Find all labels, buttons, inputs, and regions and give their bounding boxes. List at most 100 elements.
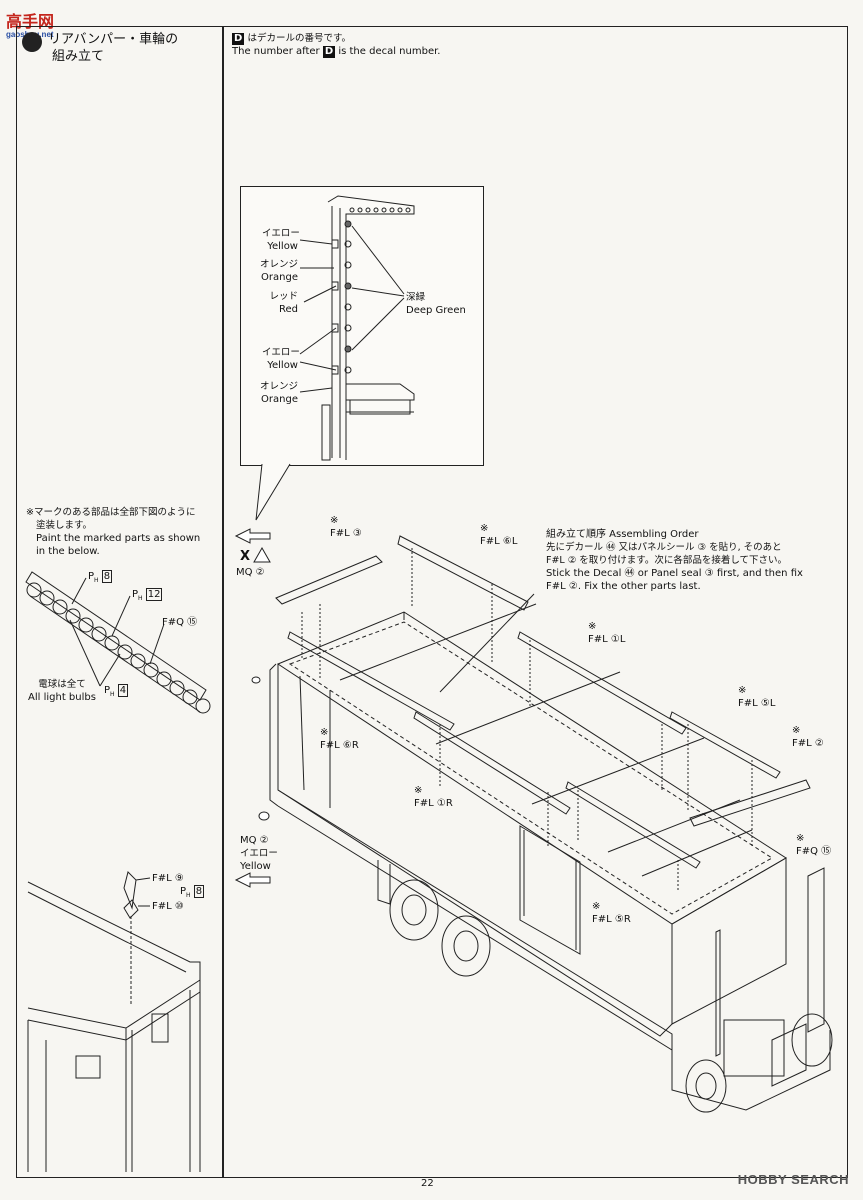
mq2-bottom-text: MQ ② <box>240 835 269 846</box>
mq2-bottom-en: Yellow <box>240 861 271 872</box>
inset-label-yellow-2: イエロー Yellow <box>262 346 300 372</box>
label-x-mark: X <box>240 549 251 564</box>
paint-ph4: PH 4 <box>104 684 129 698</box>
mq-lamp-bottom <box>258 811 270 821</box>
decal-note: D はデカールの番号です。 The number after D is the … <box>232 32 440 58</box>
label-fl3: ※ F#L ③ <box>330 514 362 540</box>
label-fl5L: ※ F#L ⑤L <box>738 684 775 710</box>
paint-note: ※マークのある部品は全部下図のように 塗装します。 Paint the mark… <box>26 506 200 558</box>
assembly-order-leader <box>439 593 535 693</box>
label-en: Orange <box>261 394 298 405</box>
label-fq15: ※ F#Q ⑮ <box>796 832 831 858</box>
left-column-frame <box>16 26 224 1178</box>
assembly-order-title: 組み立て順序 Assembling Order <box>546 529 699 540</box>
decal-box-icon-2: D <box>322 46 336 58</box>
inset-label-orange-1: オレンジ Orange <box>258 258 298 284</box>
lamp-part-10 <box>123 899 139 919</box>
inset-label-yellow-1: イエロー Yellow <box>262 227 300 253</box>
detail-ph8: PH 8 <box>180 885 205 899</box>
fl6R-text: F#L ⑥R <box>320 740 359 751</box>
paint-note-en-2: in the below. <box>36 546 100 557</box>
bulbs-jp: 電球は全て <box>38 679 86 690</box>
bulbs-en: All light bulbs <box>28 692 96 703</box>
step-title-line1: リアバンパー・車輪の <box>48 32 179 47</box>
inset-label-red: レッド Red <box>262 290 298 316</box>
label-fl1L: ※ F#L ①L <box>588 620 625 646</box>
arrow-left-icon-top <box>234 528 271 544</box>
inset-top-bolts <box>349 207 411 213</box>
fl2-text: F#L ② <box>792 738 824 749</box>
asterisk: ※ <box>330 515 339 526</box>
paint-note-jp-2: 塗装します。 <box>36 520 93 531</box>
lamp-part-9 <box>123 871 137 910</box>
asterisk: ※ <box>588 621 597 632</box>
fl3-text: F#L ③ <box>330 528 362 539</box>
label-mq2-top: MQ ② <box>236 567 265 578</box>
label-en: Deep Green <box>406 305 466 316</box>
step-title: リアバンパー・車輪の 組み立て <box>48 31 178 65</box>
color-detail-inset <box>240 186 484 466</box>
mq2-bottom-jp: イエロー <box>240 848 278 859</box>
ph8-value: 8 <box>101 570 113 583</box>
ph4-value: 4 <box>117 684 129 697</box>
paint-ph8: PH 8 <box>88 570 113 584</box>
label-fl5R: ※ F#L ⑤R <box>592 900 631 926</box>
paint-ph12: PH 12 <box>132 588 163 602</box>
asterisk: ※ <box>796 833 805 844</box>
fl1R-text: F#L ①R <box>414 798 453 809</box>
asterisk: ※ <box>480 523 489 534</box>
paint-fq15: F#Q ⑮ <box>162 617 198 628</box>
label-jp: オレンジ <box>259 381 298 392</box>
fl5L-text: F#L ⑤L <box>738 698 776 709</box>
paint-note-jp-1: ※マークのある部品は全部下図のように <box>26 507 196 518</box>
truck-body-drawing <box>269 603 833 1113</box>
label-fl1R: ※ F#L ①R <box>414 784 453 810</box>
assembly-order-note: 組み立て順序 Assembling Order 先にデカール ㊹ 又はパネルシー… <box>546 528 803 593</box>
fl5R-text: F#L ⑤R <box>592 914 631 925</box>
label-jp: イエロー <box>262 347 300 358</box>
inset-label-deep-green: 深緑 Deep Green <box>406 291 466 317</box>
paint-note-en-1: Paint the marked parts as shown <box>36 533 201 544</box>
label-en: Red <box>279 304 298 315</box>
label-jp: オレンジ <box>259 259 298 270</box>
asterisk: ※ <box>592 901 601 912</box>
assembly-order-jp-2: F#L ② を取り付けます。次に各部品を接着して下さい。 <box>546 555 788 566</box>
arrow-left-icon-bottom <box>234 872 271 888</box>
step-title-line2: 組み立て <box>52 49 105 64</box>
step-number-badge <box>22 32 42 52</box>
assembly-leaders <box>301 548 753 892</box>
asterisk: ※ <box>738 685 747 696</box>
fq15-text: F#Q ⑮ <box>796 846 832 857</box>
corner-detail-drawing <box>27 871 201 1172</box>
label-en: Orange <box>261 272 298 283</box>
label-jp: レッド <box>269 291 298 302</box>
assembly-order-en-1: Stick the Decal ㊹ or Panel seal ③ first,… <box>546 568 803 579</box>
assembly-order-jp-1: 先にデカール ㊹ 又はパネルシール ③ を貼り, そのあと <box>546 542 782 553</box>
label-fl6L: ※ F#L ⑥L <box>480 522 517 548</box>
label-en: Yellow <box>267 241 298 252</box>
mq-lamp-top <box>251 676 261 684</box>
detail-ph8-value: 8 <box>193 885 205 898</box>
assembly-order-en-2: F#L ②. Fix the other parts last. <box>546 581 701 592</box>
label-fl6R: ※ F#L ⑥R <box>320 726 359 752</box>
asterisk: ※ <box>792 725 801 736</box>
detail-fl9: F#L ⑨ <box>152 873 184 884</box>
label-fl2: ※ F#L ② <box>792 724 824 750</box>
label-jp: イエロー <box>262 228 300 239</box>
brand-logo: HOBBY SEARCH <box>737 1172 849 1187</box>
inset-lights <box>344 220 352 374</box>
detail-fl10: F#L ⑩ <box>152 901 184 912</box>
decal-note-en-prefix: The number after <box>232 46 320 57</box>
right-column-frame <box>222 26 848 1178</box>
fl6L-text: F#L ⑥L <box>480 536 518 547</box>
inset-pointer <box>255 463 291 521</box>
top-rail-parts <box>275 535 825 1057</box>
page-number: 22 <box>421 1178 434 1189</box>
asterisk: ※ <box>320 727 329 738</box>
fl1L-text: F#L ①L <box>588 634 626 645</box>
label-jp: 深緑 <box>406 292 426 303</box>
label-en: Yellow <box>267 360 298 371</box>
ph12-value: 12 <box>145 588 163 601</box>
asterisk: ※ <box>414 785 423 796</box>
